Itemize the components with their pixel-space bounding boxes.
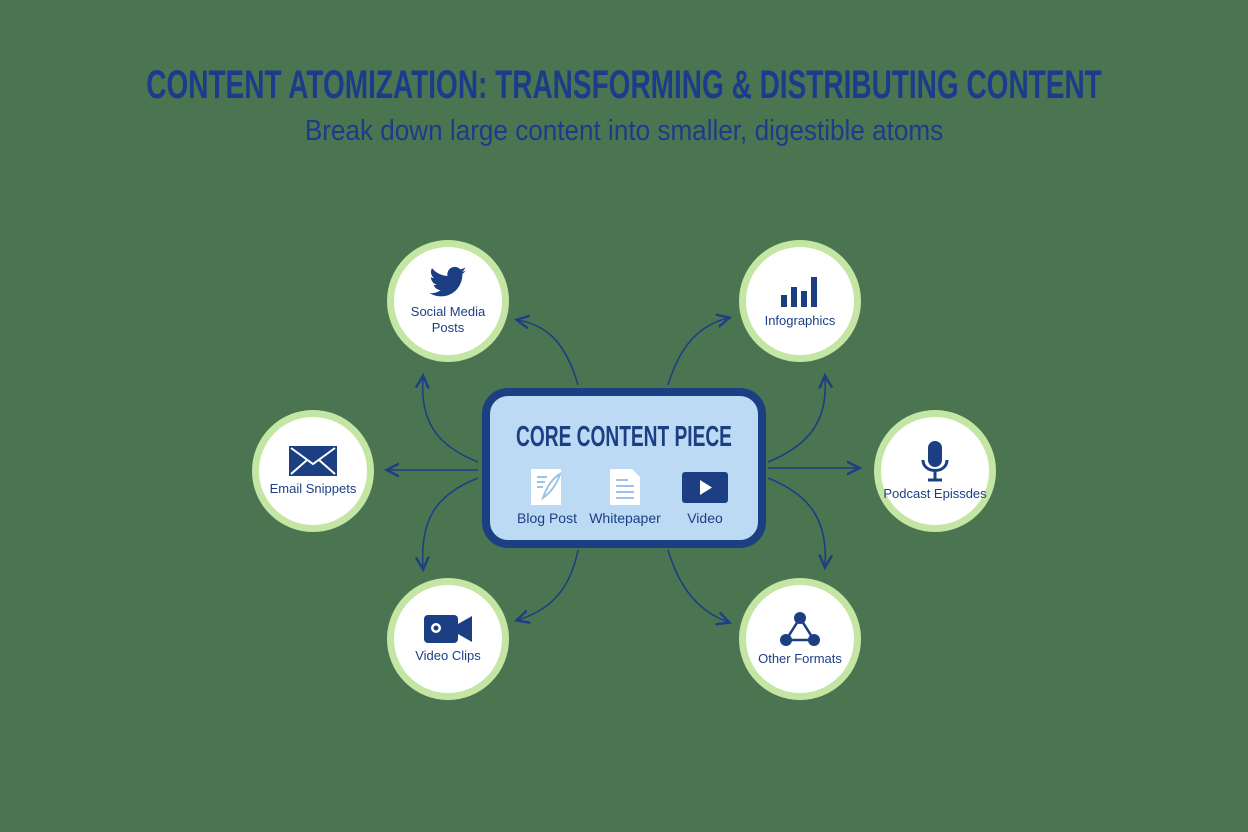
video-camera-icon <box>424 615 472 643</box>
bar-chart-icon <box>781 277 817 307</box>
network-icon <box>780 612 820 646</box>
microphone-icon <box>921 441 949 482</box>
blog-post-icon <box>531 469 562 505</box>
node-label: Other Formats <box>758 651 842 666</box>
format-label: Whitepaper <box>589 510 661 526</box>
arrow-infographics <box>667 318 728 386</box>
page-title: CONTENT ATOMIZATION: TRANSFORMING & DIST… <box>146 63 1102 107</box>
arrow-social <box>518 320 579 386</box>
format-label: Blog Post <box>517 510 577 526</box>
arrow-video-clips-2 <box>518 549 579 620</box>
core-content-box: CORE CONTENT PIECE Blog Post Whitepaper … <box>482 388 766 548</box>
node-label: Podcast Epissdes <box>883 486 987 501</box>
node-email: Email Snippets <box>252 410 374 532</box>
node-video-clips: Video Clips <box>387 578 509 700</box>
envelope-icon <box>289 446 337 476</box>
node-label: Infographics <box>764 313 836 328</box>
document-icon <box>610 469 640 505</box>
play-icon <box>682 472 728 503</box>
node-other-formats: Other Formats <box>739 578 861 700</box>
core-title: CORE CONTENT PIECE <box>516 421 732 453</box>
node-label: Email Snippets <box>269 481 357 496</box>
node-label: Video Clips <box>415 648 481 663</box>
node-infographics: Infographics <box>739 240 861 362</box>
node-label: Social Media Posts <box>410 304 486 335</box>
format-label: Video <box>687 510 723 526</box>
arrow-video-clips <box>423 477 479 568</box>
arrow-social-2 <box>423 377 479 463</box>
arrow-other <box>767 477 825 566</box>
arrow-other-2 <box>667 549 728 622</box>
format-video: Video <box>660 468 750 526</box>
node-social-media: Social Media Posts <box>387 240 509 362</box>
node-podcast: Podcast Epissdes <box>874 410 996 532</box>
format-whitepaper: Whitepaper <box>580 468 670 526</box>
twitter-bird-icon <box>429 266 467 297</box>
arrow-infographics-2 <box>767 377 825 463</box>
format-blog-post: Blog Post <box>502 468 592 526</box>
page-subtitle: Break down large content into smaller, d… <box>304 115 944 147</box>
